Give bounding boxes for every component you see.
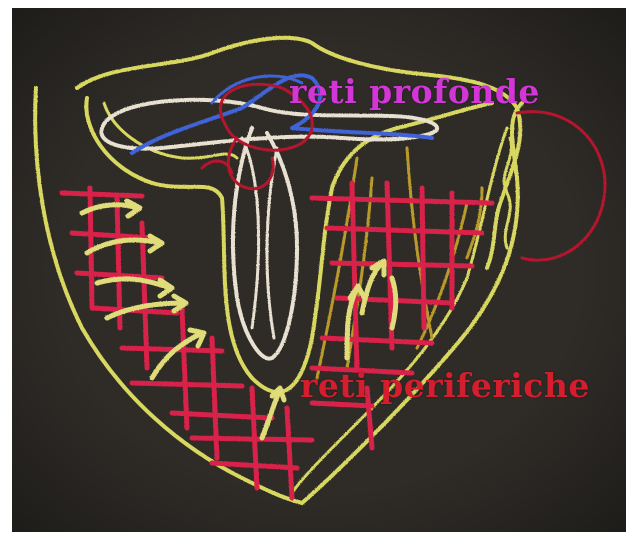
label-reti-profonde: reti profonde	[289, 72, 540, 111]
label-reti-periferiche: reti periferiche	[300, 366, 590, 405]
blackboard: reti profonde reti periferiche	[12, 8, 626, 532]
